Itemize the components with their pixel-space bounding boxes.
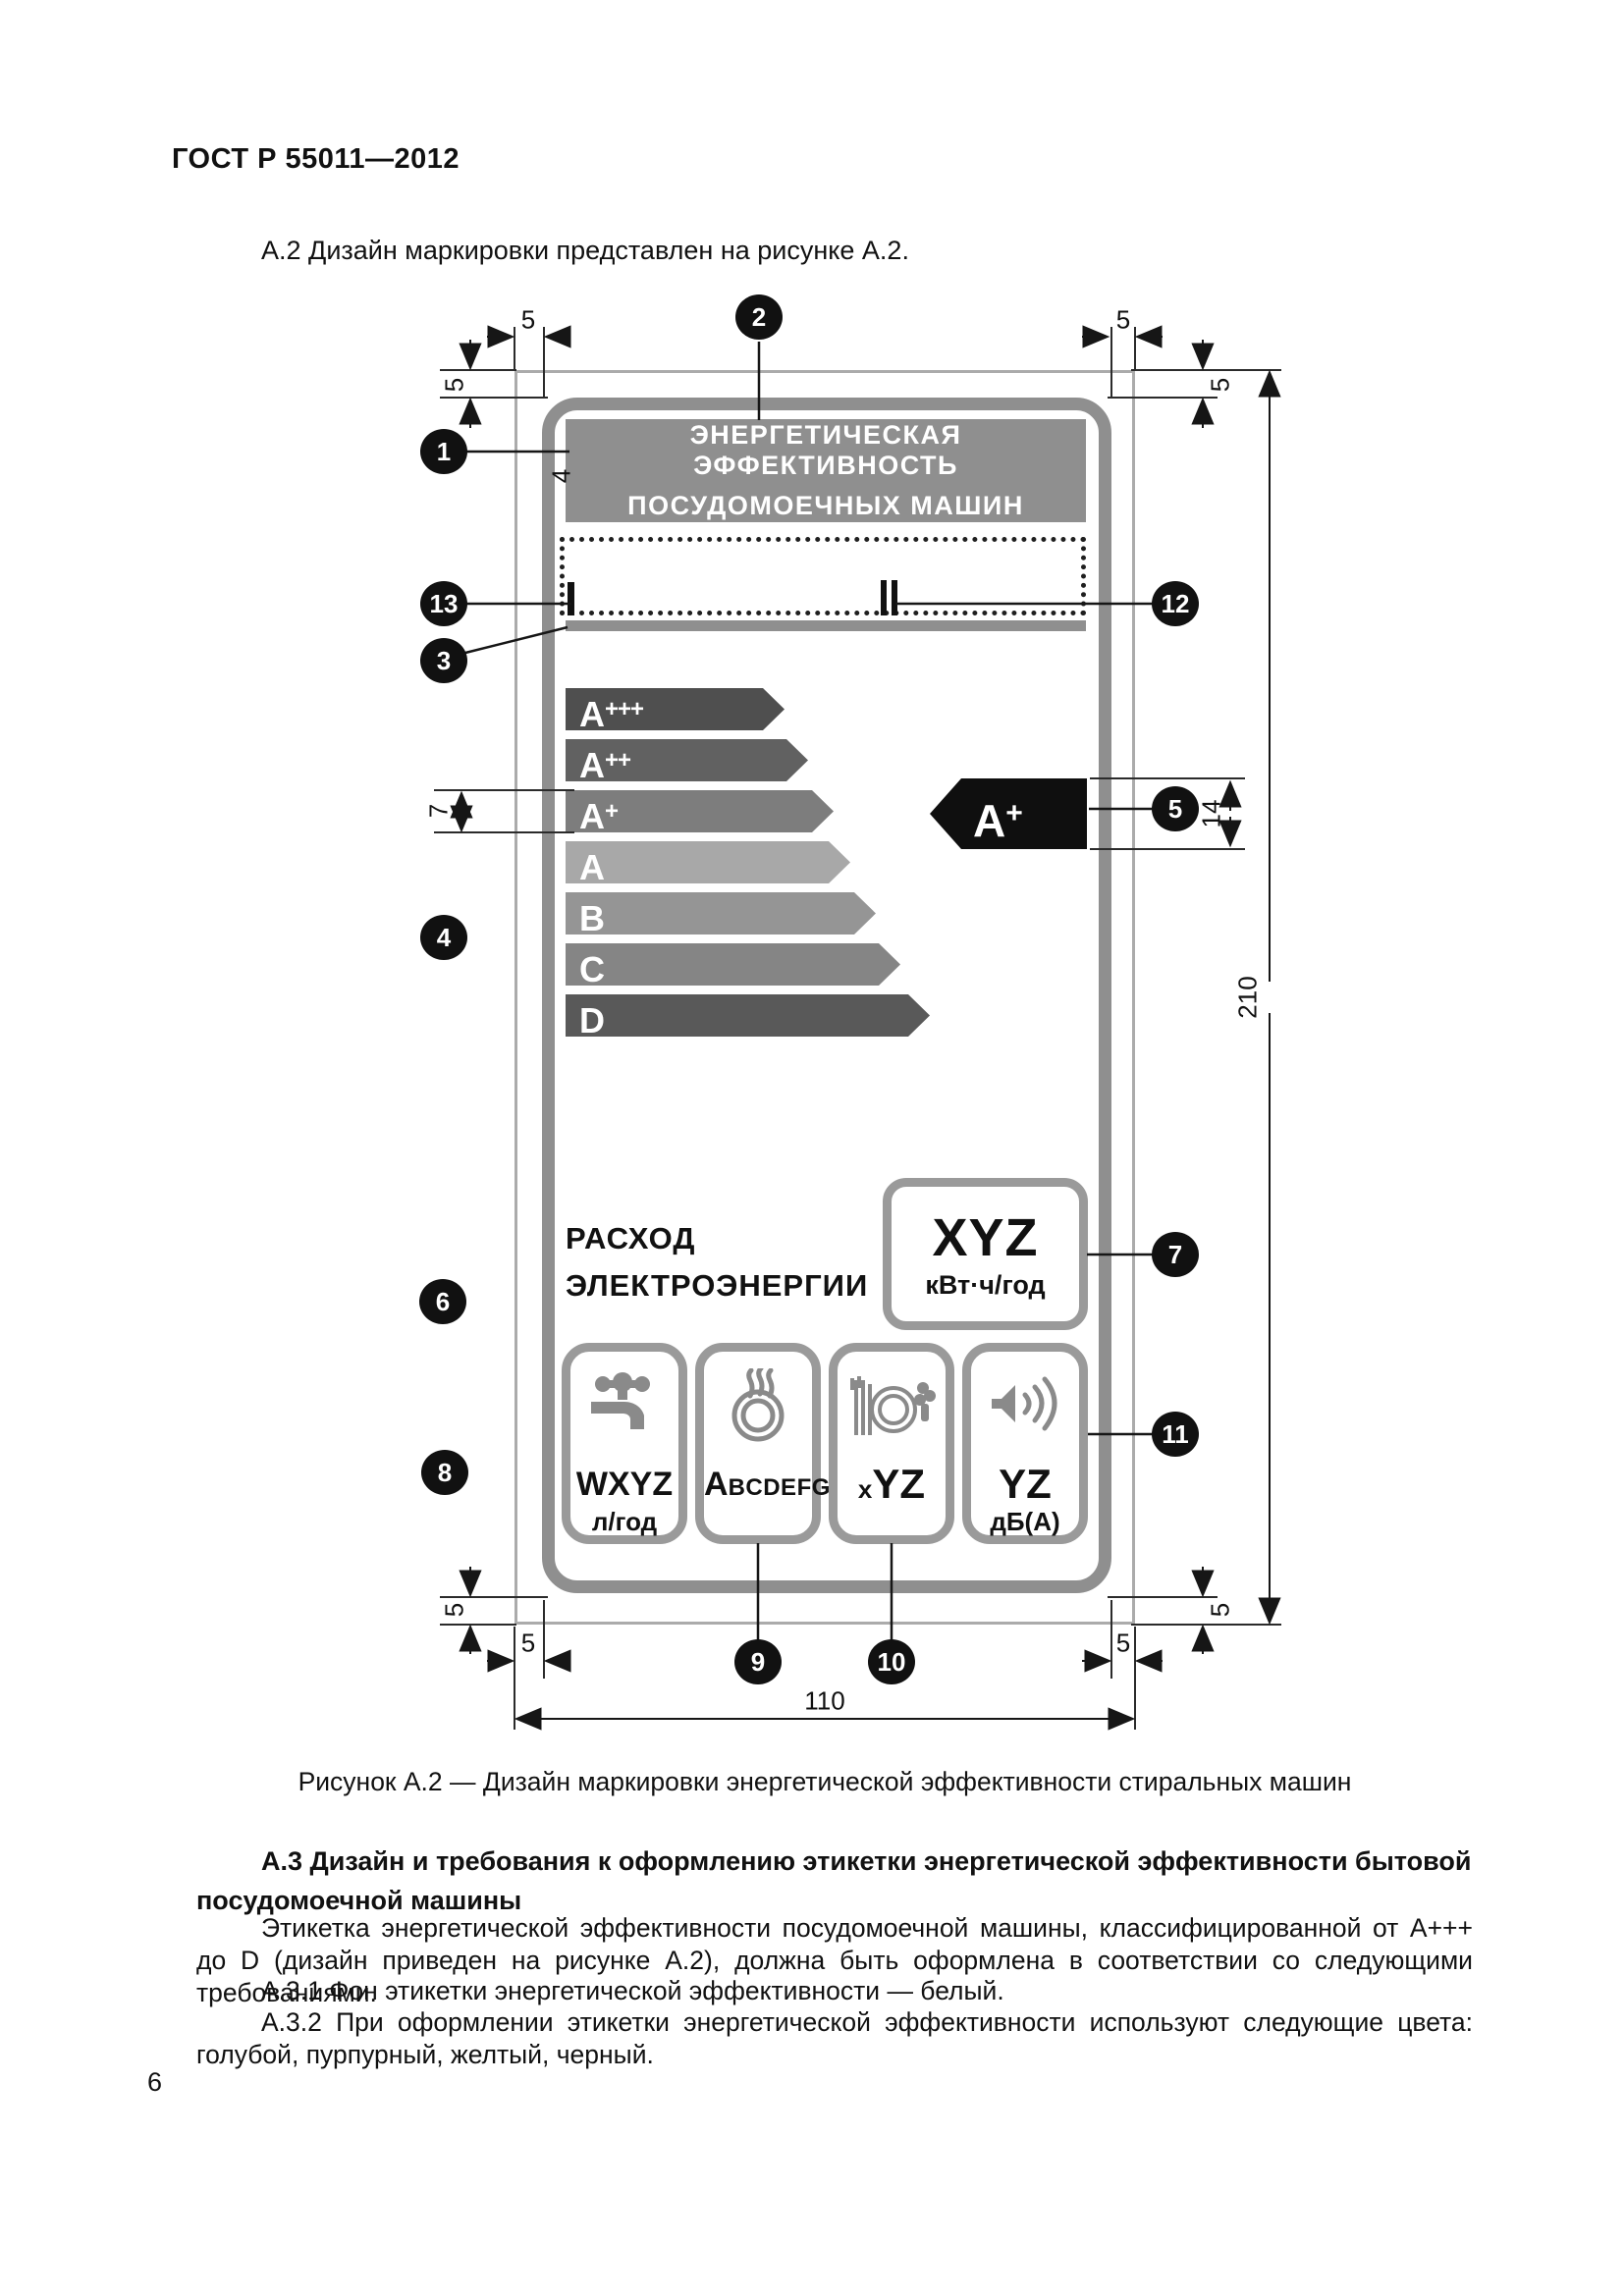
dim-class-arrow-height: 7 xyxy=(423,803,454,819)
energy-class-arrow-a3plus: A+++ xyxy=(566,688,785,730)
class-sup: ++ xyxy=(605,747,631,774)
body-paragraph-2: А.3.1 Фон этикетки энергетической эффект… xyxy=(261,1976,1004,2005)
energy-value-box: XYZ кВт·ч/год xyxy=(883,1178,1088,1330)
class-letter: A xyxy=(579,694,605,734)
supplier-placeholder-box xyxy=(560,537,1086,615)
callout-4: 4 xyxy=(420,915,467,960)
dim-margin-top-right-v: 5 xyxy=(1205,377,1235,393)
body-paragraph-3: А.3.2 При оформлении этикетки энергетиче… xyxy=(196,2007,1473,2069)
banner-line1: ЭНЕРГЕТИЧЕСКАЯ ЭФФЕКТИВНОСТЬ xyxy=(689,420,962,480)
class-sup: + xyxy=(605,798,619,825)
energy-class-arrow-a1plus: A+ xyxy=(566,790,834,832)
place-settings-icon xyxy=(838,1365,946,1450)
dim-margin-bottom-right-h: 5 xyxy=(1115,1628,1131,1658)
separator-bar xyxy=(566,620,1086,631)
capacity-value: xYZ xyxy=(838,1462,946,1507)
consumption-line2: ЭЛЕКТРОЭНЕРГИИ xyxy=(566,1268,869,1303)
text-position-tick-double-right xyxy=(892,580,897,615)
dim-margin-bottom-right-v: 5 xyxy=(1205,1602,1235,1618)
noise-level-icon xyxy=(971,1365,1079,1450)
indicator-letter: A xyxy=(973,795,1006,846)
drying-value-big: A xyxy=(704,1466,729,1503)
consumption-line1: РАСХОД xyxy=(566,1221,696,1255)
callout-1: 1 xyxy=(420,429,467,474)
body-paragraph-1: Этикетка энергетической эффективности по… xyxy=(196,1913,1473,2007)
class-letter: A xyxy=(579,847,605,887)
drying-class-box: ABCDEFG xyxy=(695,1343,830,1544)
consumption-caption: РАСХОД ЭЛЕКТРОЭНЕРГИИ xyxy=(566,1215,868,1309)
noise-level-box: YZ дБ(А) xyxy=(962,1343,1088,1544)
dim-label-width: 110 xyxy=(804,1685,845,1716)
energy-class-arrow-c: C xyxy=(566,943,900,986)
section-heading: А.3 Дизайн и требования к оформлению эти… xyxy=(196,1846,1472,1915)
capacity-value-small: x xyxy=(857,1474,873,1504)
class-letter: D xyxy=(579,1000,605,1041)
place-settings-box: xYZ xyxy=(829,1343,954,1544)
dim-margin-top-left-h: 5 xyxy=(520,304,536,335)
class-indicator-arrow: A+ xyxy=(930,778,1087,849)
dim-indicator-height: 14 xyxy=(1196,799,1226,828)
document-header: ГОСТ Р 55011—2012 xyxy=(172,143,460,175)
callout-7: 7 xyxy=(1152,1232,1199,1277)
noise-value: YZ xyxy=(999,1461,1052,1507)
text-position-tick-single xyxy=(568,582,574,615)
callout-6: 6 xyxy=(419,1279,466,1324)
intro-paragraph: А.2 Дизайн маркировки представлен на рис… xyxy=(261,236,909,265)
energy-class-arrow-b: B xyxy=(566,892,876,934)
energy-class-arrow-a2plus: A++ xyxy=(566,739,808,781)
water-tap-icon xyxy=(570,1365,678,1450)
energy-value: XYZ xyxy=(932,1208,1039,1267)
class-letter: B xyxy=(579,898,605,938)
dim-margin-top-left-v: 5 xyxy=(439,377,469,393)
drying-value: ABCDEFG xyxy=(704,1462,830,1507)
callout-3: 3 xyxy=(420,638,467,683)
dim-label-height: 210 xyxy=(1232,976,1263,1019)
class-letter: A xyxy=(579,745,605,785)
callout-2: 2 xyxy=(735,294,783,340)
label-title-banner: ЭНЕРГЕТИЧЕСКАЯ ЭФФЕКТИВНОСТЬ ПОСУДОМОЕЧН… xyxy=(566,419,1086,522)
drying-value-small: BCDEFG xyxy=(728,1474,831,1501)
class-letter: A xyxy=(579,796,605,836)
callout-13: 13 xyxy=(420,581,467,626)
callout-8: 8 xyxy=(421,1450,468,1495)
page-number: 6 xyxy=(147,2067,163,2097)
dim-banner-offset: 4 xyxy=(546,468,576,484)
callout-9: 9 xyxy=(734,1639,782,1684)
dim-margin-bottom-left-v: 5 xyxy=(439,1602,469,1618)
callout-12: 12 xyxy=(1152,581,1199,626)
energy-class-arrow-a: A xyxy=(566,841,850,883)
callout-11: 11 xyxy=(1152,1412,1199,1457)
dim-margin-bottom-left-h: 5 xyxy=(520,1628,536,1658)
callout-5: 5 xyxy=(1152,786,1199,831)
label-outer-boundary xyxy=(514,370,1135,1625)
capacity-value-big: YZ xyxy=(872,1461,926,1507)
banner-line2: ПОСУДОМОЕЧНЫХ МАШИН xyxy=(627,491,1024,520)
energy-class-arrow-d: D xyxy=(566,994,930,1037)
water-consumption-box: WXYZ л/год xyxy=(562,1343,687,1544)
water-value: WXYZ xyxy=(575,1466,674,1503)
drying-class-icon xyxy=(704,1365,812,1450)
noise-unit: дБ(А) xyxy=(990,1507,1060,1536)
figure-caption: Рисунок А.2 — Дизайн маркировки энергети… xyxy=(298,1767,1352,1796)
class-letter: C xyxy=(579,949,605,989)
indicator-sup: + xyxy=(1005,797,1023,829)
text-position-tick-double-left xyxy=(881,580,887,615)
water-unit: л/год xyxy=(591,1507,658,1536)
energy-unit: кВт·ч/год xyxy=(925,1270,1046,1300)
dim-margin-top-right-h: 5 xyxy=(1115,304,1131,335)
class-sup: +++ xyxy=(605,696,644,722)
callout-10: 10 xyxy=(868,1639,915,1684)
